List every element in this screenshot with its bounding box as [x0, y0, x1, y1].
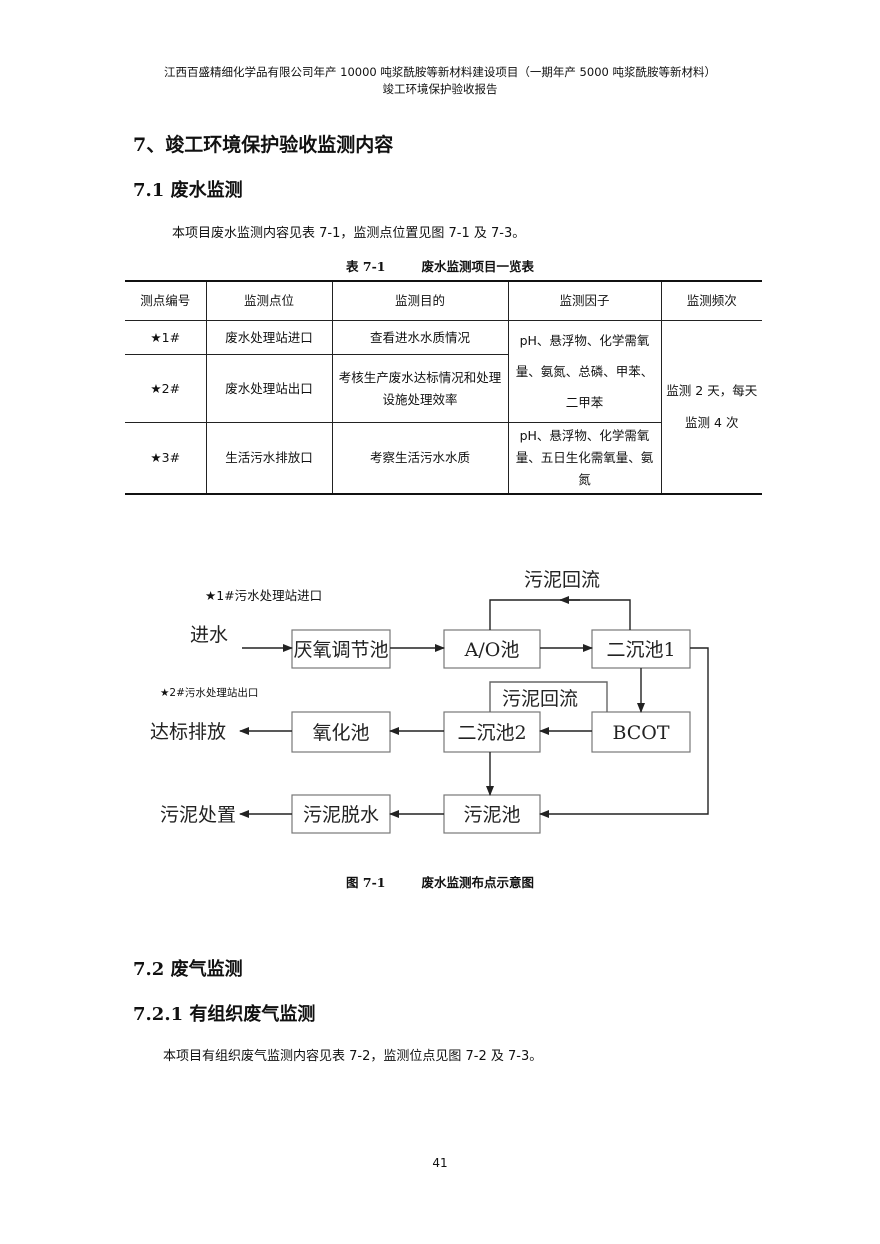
- sludge-return-label-mid: 污泥回流: [502, 688, 578, 710]
- cell-purpose: 查看进水水质情况: [331, 320, 509, 355]
- header-location: 监测点位: [205, 280, 333, 321]
- cell-location: 废水处理站进口: [205, 320, 333, 355]
- discharge-label: 达标排放: [150, 721, 226, 743]
- section-7-2-1-text: 本项目有组织废气监测内容见表 7-2，监测位点见图 7-2 及 7-3。: [163, 1049, 543, 1064]
- cell-purpose: 考察生活污水水质: [331, 422, 509, 495]
- table-row: ★1# 废水处理站进口 查看进水水质情况 pH、悬浮物、化学需氧量、氨氮、总磷、…: [125, 320, 762, 495]
- cell-factors-3: pH、悬浮物、化学需氧量、五日生化需氧量、氨氮: [507, 422, 661, 495]
- sludge-return-label-top: 污泥回流: [524, 569, 600, 591]
- figure-caption-number: 图 7-1: [346, 875, 386, 890]
- figure-7-1-caption: 图 7-1 废水监测布点示意图: [0, 872, 880, 891]
- table-row: ★2# 废水处理站出口 考核生产废水达标情况和处理设施处理效率: [125, 354, 762, 423]
- cell-point-id: ★3#: [125, 422, 207, 495]
- anaerobic-tank-label: 厌氧调节池: [293, 639, 388, 661]
- secondary-clarifier-2-box: [443, 711, 541, 753]
- cell-location: 废水处理站出口: [205, 354, 333, 423]
- cell-location: 生活污水排放口: [205, 422, 333, 495]
- sludge-return-line-top: [489, 599, 631, 630]
- table-caption-number: 表 7-1: [346, 259, 386, 274]
- secondary-clarifier-2-label: 二沉池2: [457, 722, 526, 744]
- section-7-1-text: 本项目废水监测内容见表 7-1，监测点位置见图 7-1 及 7-3。: [172, 226, 526, 241]
- secondary-clarifier-1-label: 二沉池1: [606, 639, 675, 661]
- page-number: 41: [432, 1156, 448, 1170]
- header-line-1: 江西百盛精细化学品有限公司年产 10000 吨浆酰胺等新材料建设项目（一期年产 …: [164, 65, 716, 79]
- wastewater-monitoring-table: 测点编号 监测点位 监测目的 监测因子 监测频次 ★1# 废水处理站进口 查看进…: [125, 280, 762, 495]
- section-7-2-1-title: 7.2.1 有组织废气监测: [133, 1004, 316, 1025]
- cell-purpose: 考核生产废水达标情况和处理设施处理效率: [331, 354, 508, 423]
- sludge-tank-label: 污泥池: [463, 804, 520, 826]
- table-7-1-caption: 表 7-1 废水监测项目一览表: [0, 256, 880, 275]
- sludge-line-from-sec1: [539, 647, 709, 818]
- section-7-1-title: 7.1 废水监测: [133, 180, 243, 201]
- bcot-label: BCOT: [612, 722, 669, 744]
- monitoring-point-1-label: ★1#污水处理站进口: [205, 588, 322, 603]
- header-point-id: 测点编号: [125, 280, 207, 321]
- oxidation-tank-box: [291, 711, 391, 753]
- page-header: 江西百盛精细化学品有限公司年产 10000 吨浆酰胺等新材料建设项目（一期年产 …: [0, 64, 880, 98]
- cell-point-id: ★1#: [125, 320, 207, 355]
- wastewater-flow-diagram: 污泥回流 ★1#污水处理站进口 进水 ★2#污水处理站出口 污泥回流 达标排放 …: [150, 569, 709, 834]
- anaerobic-tank-box: [291, 629, 391, 669]
- table-row: ★3# 生活污水排放口 考察生活污水水质 pH、悬浮物、化学需氧量、五日生化需氧…: [125, 422, 762, 495]
- sludge-dewatering-label: 污泥脱水: [303, 804, 379, 826]
- figure-caption-title: 废水监测布点示意图: [421, 875, 534, 890]
- header-frequency: 监测频次: [660, 280, 762, 321]
- sludge-disposal-label: 污泥处置: [160, 804, 236, 826]
- inlet-label: 进水: [190, 624, 228, 646]
- sludge-return-line-mid: [489, 681, 608, 712]
- sludge-dewatering-box: [291, 794, 391, 834]
- header-line-2: 竣工环境保护验收报告: [382, 82, 498, 96]
- cell-point-id: ★2#: [125, 354, 207, 423]
- ao-tank-box: [443, 629, 541, 669]
- header-purpose: 监测目的: [331, 280, 509, 321]
- section-7-2-title: 7.2 废气监测: [133, 959, 243, 980]
- header-factors: 监测因子: [507, 280, 662, 321]
- sludge-tank-box: [443, 794, 541, 834]
- cell-frequency: 监测 2 天，每天监测 4 次: [660, 320, 762, 495]
- ao-tank-label: A/O池: [464, 639, 520, 661]
- monitoring-point-2-label: ★2#污水处理站出口: [160, 686, 258, 699]
- oxidation-tank-label: 氧化池: [312, 722, 369, 744]
- cell-factors-1-2: pH、悬浮物、化学需氧量、氨氮、总磷、甲苯、二甲苯: [507, 320, 662, 423]
- section-7-title: 7、竣工环境保护验收监测内容: [133, 134, 394, 156]
- table-header-row: 测点编号 监测点位 监测目的 监测因子 监测频次: [125, 280, 762, 321]
- bcot-box: [591, 711, 691, 753]
- table-caption-title: 废水监测项目一览表: [421, 259, 534, 274]
